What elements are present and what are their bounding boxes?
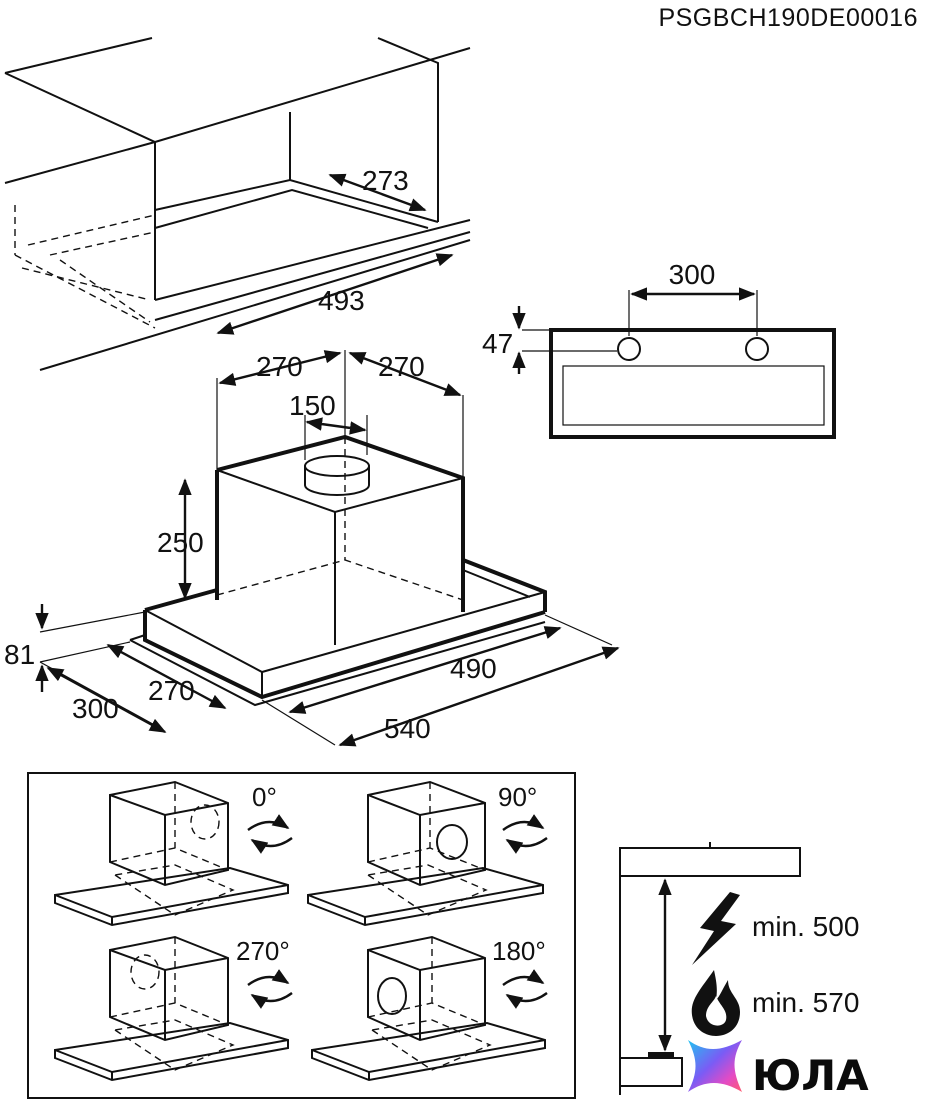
flame-icon (691, 970, 740, 1036)
brand-name: ЮЛА (752, 1051, 869, 1100)
brand-logo-icon (688, 1040, 742, 1092)
rotation-options-panel (27, 772, 576, 1099)
rotation-angle-label: 0° (252, 782, 277, 812)
rotation-option-0: 0° (54, 780, 293, 927)
rotation-option-90: 90° (307, 780, 548, 927)
clearance-diagram: min. 500 min. 570 (619, 842, 859, 1095)
hood-left-half-label: 270 (256, 351, 303, 382)
inner-width-label: 490 (450, 653, 497, 684)
outer-width-label: 540 (384, 713, 431, 744)
rotation-option-270: 270° (54, 935, 293, 1082)
rotation-angle-label: 180° (492, 936, 546, 966)
rotation-angle-label: 90° (498, 782, 537, 812)
hood-drawing: 270 270 150 250 81 (4, 350, 620, 747)
rotate-arrows-icon (502, 814, 548, 854)
panel-height-label: 81 (4, 639, 35, 670)
rotate-arrows-icon (247, 814, 293, 854)
brand-logo: ЮЛА (688, 1040, 869, 1100)
electric-clearance-label: min. 500 (752, 911, 859, 942)
template-offset-label: 47 (482, 328, 513, 359)
rotate-arrows-icon (502, 969, 548, 1009)
cabinet-depth-label: 273 (362, 165, 409, 196)
inner-depth-label: 270 (148, 675, 195, 706)
rotation-angle-label: 270° (236, 936, 290, 966)
chimney-height-label: 250 (157, 527, 204, 558)
mounting-template: 300 47 (482, 259, 836, 439)
rotation-option-180: 180° (311, 935, 548, 1082)
rotate-arrows-icon (247, 969, 293, 1009)
lightning-icon (692, 892, 740, 965)
cabinet-drawing: 273 493 (4, 37, 471, 371)
duct-diameter-label: 150 (289, 390, 336, 421)
cabinet-width-label: 493 (318, 285, 365, 316)
outer-depth-label: 300 (72, 693, 119, 724)
hood-right-half-label: 270 (378, 351, 425, 382)
template-spacing-label: 300 (669, 259, 716, 290)
document-code: PSGBCH190DE00016 (658, 4, 918, 32)
gas-clearance-label: min. 570 (752, 987, 859, 1018)
